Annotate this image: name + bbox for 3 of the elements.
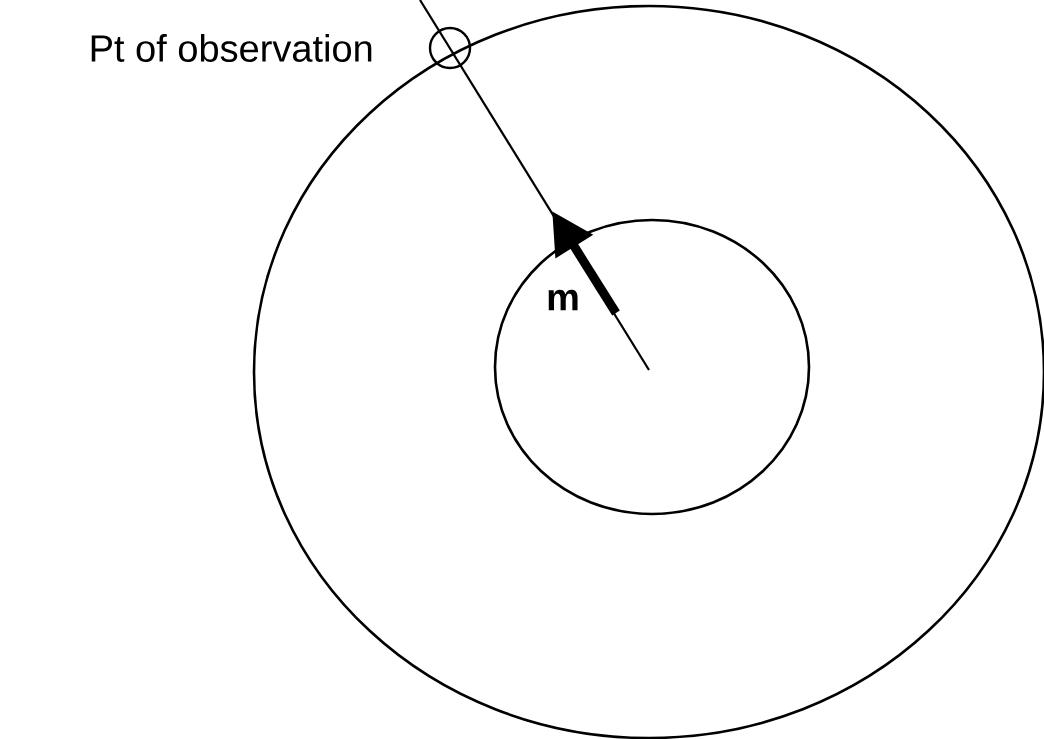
observation-point-marker bbox=[428, 26, 472, 70]
point-label: Pt of observation bbox=[91, 34, 372, 62]
vector-label: m bbox=[548, 289, 578, 311]
